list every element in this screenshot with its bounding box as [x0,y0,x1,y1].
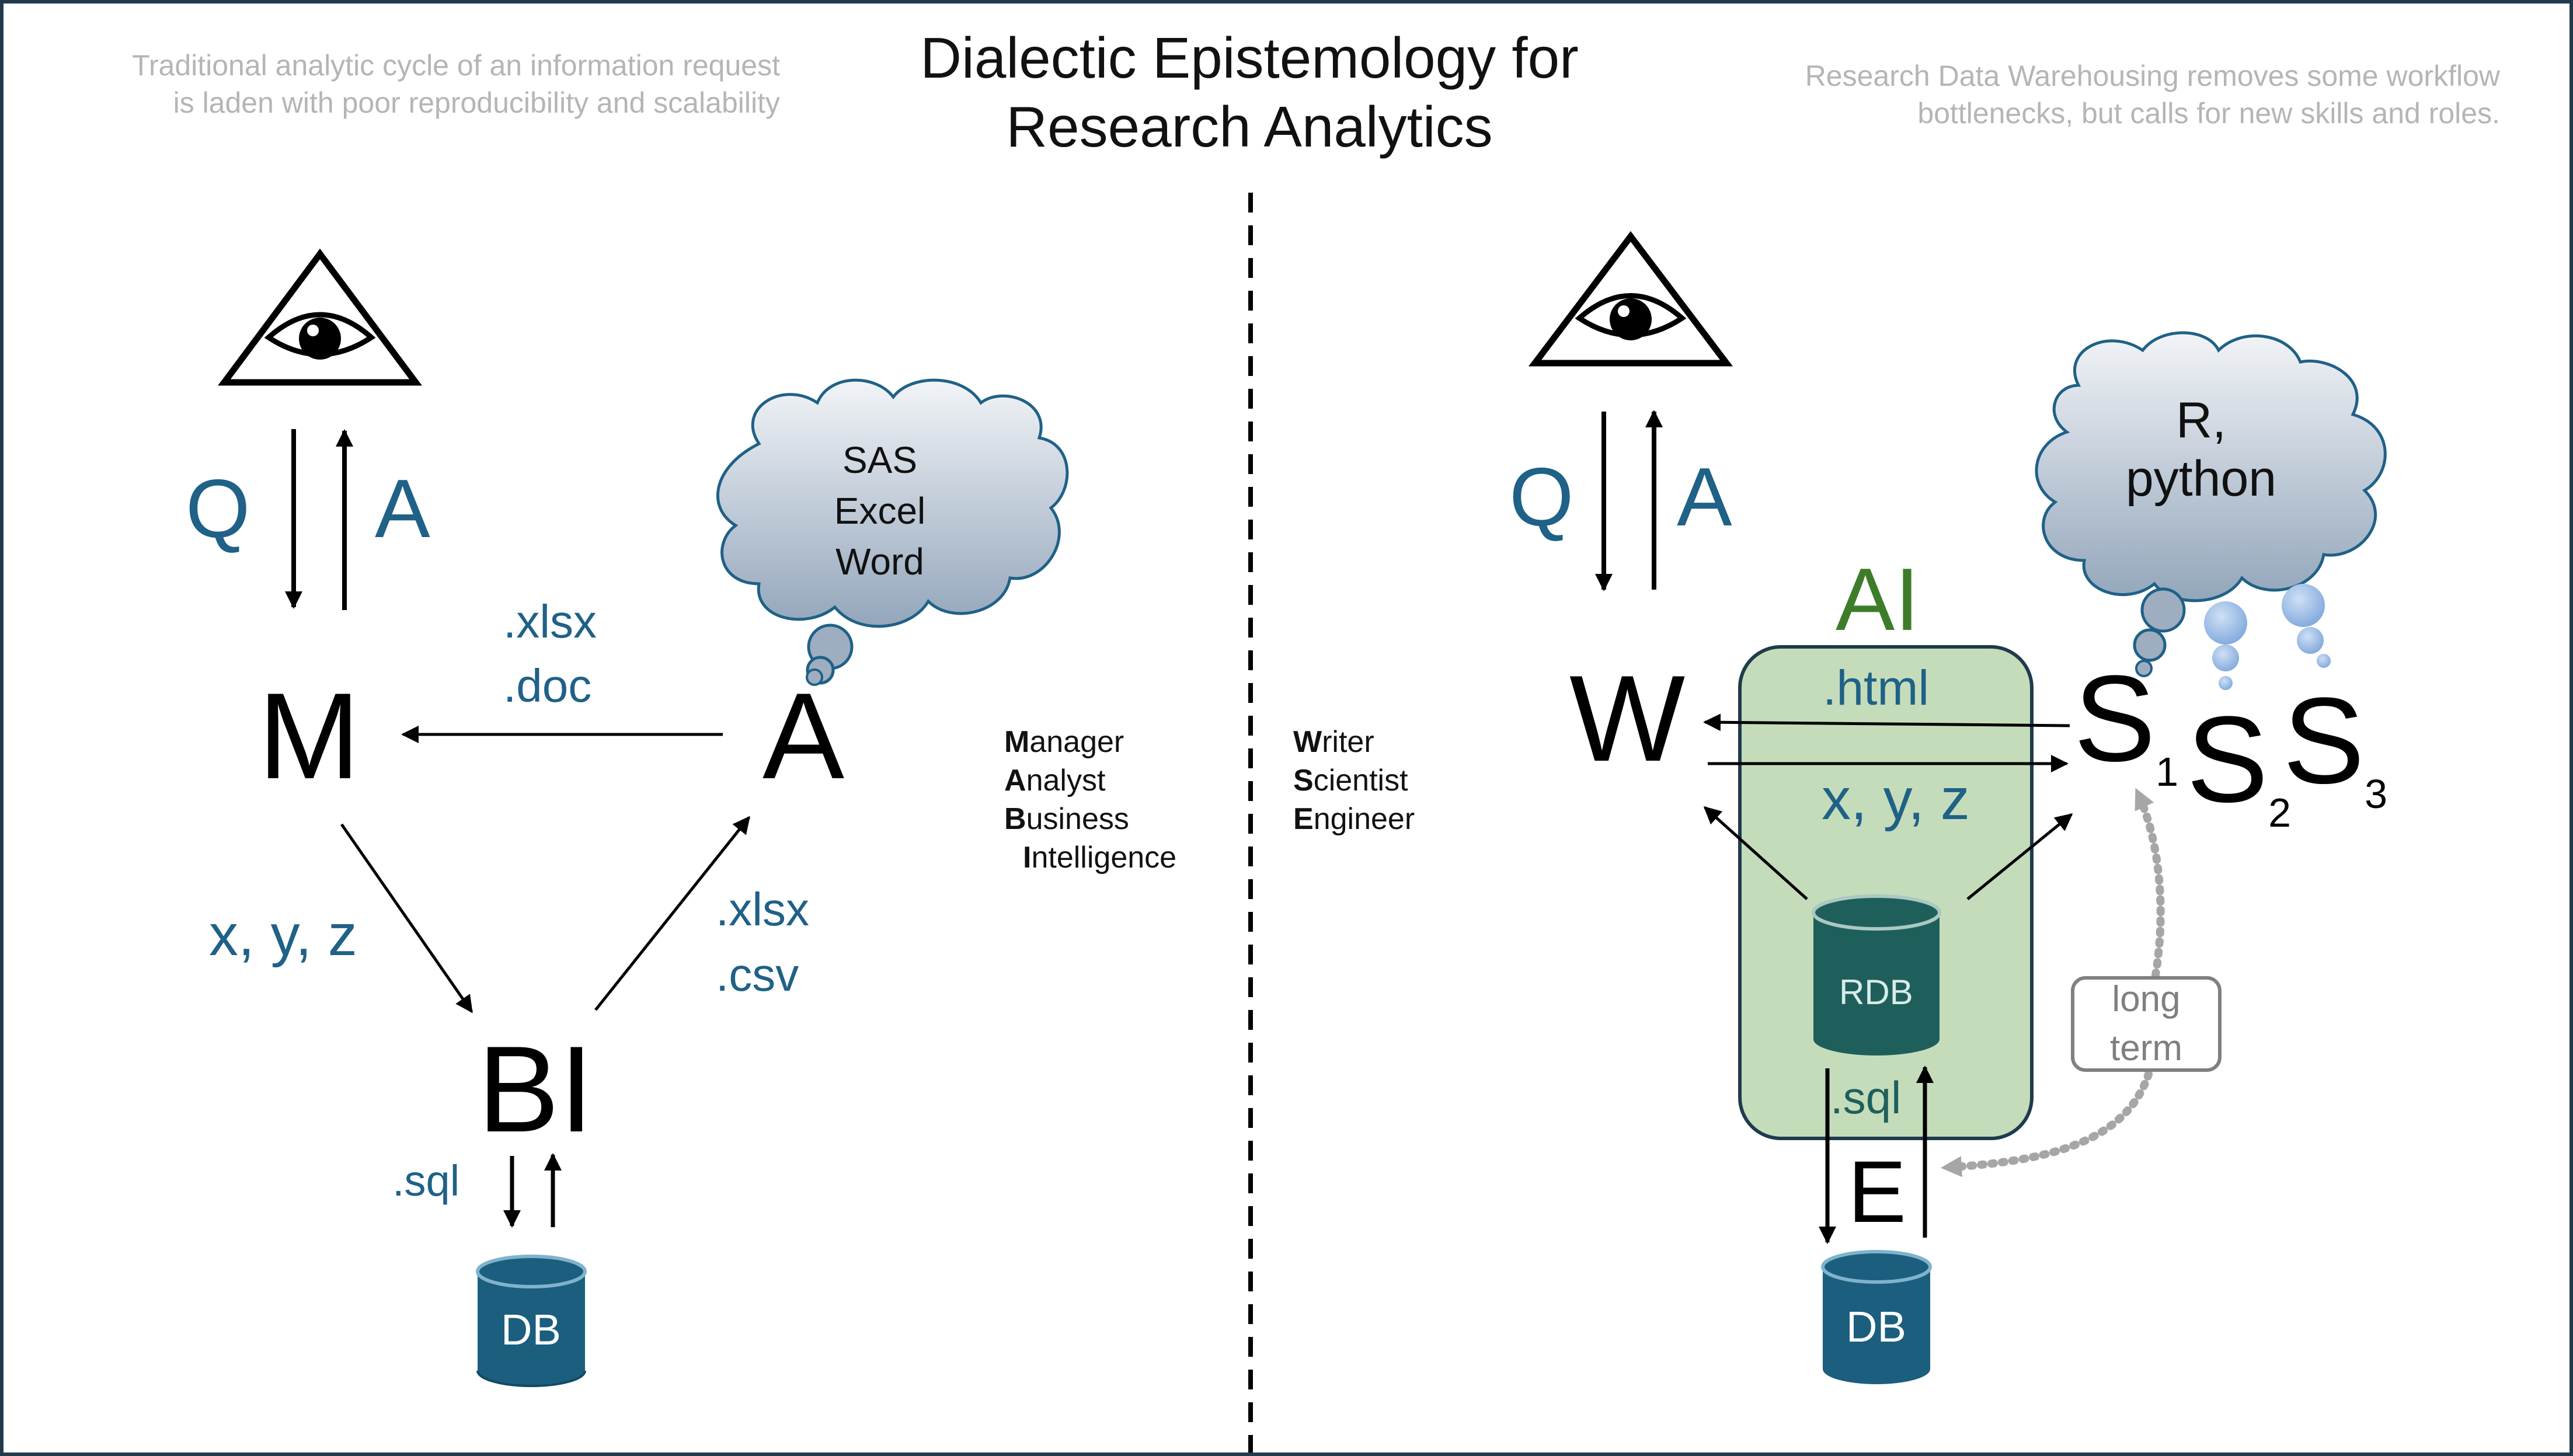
title-line-2: Research Analytics [1006,95,1493,159]
node-bi: BI [478,1020,594,1158]
left-cloud-text: SAS Excel Word [819,435,941,587]
legend-business: Business [1004,802,1129,836]
rdb-label: RDB [1839,973,1913,1012]
html-label: .html [1823,660,1930,715]
long-term-arrow-down [1940,1070,2153,1178]
legend-engineer: Engineer [1293,802,1415,836]
right-q-label: Q [1509,451,1574,544]
title-line-1: Dialectic Epistemology for [920,26,1579,90]
node-s2: S2 [2186,691,2292,835]
arrow-bi-to-a [594,816,750,1011]
node-a: A [763,667,845,804]
right-sql-label: .sql [1830,1072,1902,1123]
legend-manager: Manager [1004,725,1124,759]
eye-icon-right [1528,231,1733,367]
right-note-line-1: Research Data Warehousing removes some w… [1805,60,2500,92]
cloud-line-word: Word [835,541,924,583]
node-w: W [1569,650,1686,787]
cloud-line-r: R, [2176,392,2226,448]
s3-thought-bubbles [2282,584,2331,668]
node-m: M [258,667,360,804]
left-legend: Manager Analyst Business Intelligence [1004,723,1176,877]
long-term-box [2071,976,2222,1072]
legend-writer: Writer [1293,725,1374,759]
rdb-cylinder [1812,894,1941,1056]
cloud-line-python: python [2125,451,2277,507]
long-term-line-2: term [2110,1028,2182,1068]
left-note-line-2: is laden with poor reproducibility and s… [173,86,780,119]
legend-scientist: Scientist [1293,764,1408,797]
arrow-m-to-bi [340,823,473,1013]
left-db-label: DB [501,1305,561,1354]
xlsx-csv-line-2: .csv [716,949,799,1001]
ai-box [1738,645,2034,1140]
legend-intelligence: Intelligence [1023,841,1177,875]
arrow-rdb-to-s1 [1966,813,2073,900]
cloud-line-sas: SAS [842,439,918,481]
node-s1: S1 [2074,650,2179,795]
cloud-line-excel: Excel [834,490,926,532]
right-db-cylinder [1821,1250,1932,1384]
right-legend: Writer Scientist Engineer [1293,723,1415,838]
arrow-rdb-to-w [1703,806,1808,900]
node-e: E [1848,1142,1907,1241]
xlsx-doc-label: .xlsx .doc [503,590,597,718]
right-thought-cloud [2035,331,2387,677]
right-note: Research Data Warehousing removes some w… [1741,57,2500,132]
right-cloud-text: R, python [2114,391,2289,508]
left-thought-cloud [716,378,1069,686]
long-term-label: long term [2073,975,2220,1073]
eye-icon [218,248,422,386]
right-a-arrow-label: A [1677,451,1732,544]
arrow-s1-to-w [1703,713,2070,732]
left-xyz-label: x, y, z [209,903,357,968]
left-note-line-1: Traditional analytic cycle of an informa… [132,49,780,82]
xlsx-doc-line-2: .doc [503,660,592,712]
left-sql-label: .sql [392,1157,460,1205]
right-note-line-2: bottlenecks, but calls for new skills an… [1917,97,2500,130]
long-term-line-1: long [2112,979,2181,1019]
xlsx-doc-line-1: .xlsx [503,595,597,647]
long-term-arrow-up [2133,787,2165,979]
page-title: Dialectic Epistemology for Research Anal… [841,23,1658,161]
xlsx-csv-label: .xlsx .csv [716,877,809,1008]
left-a-arrow-label: A [375,462,430,555]
left-note: Traditional analytic cycle of an informa… [21,47,780,121]
s2-thought-bubbles [2204,601,2247,690]
left-q-label: Q [186,462,250,555]
legend-analyst: Analyst [1004,764,1106,797]
ai-label: AI [1836,550,1920,649]
node-s3: S3 [2283,672,2388,817]
right-xyz-label: x, y, z [1822,767,1970,832]
right-db-label: DB [1846,1302,1906,1351]
left-db-cylinder [476,1255,587,1387]
xlsx-csv-line-1: .xlsx [716,883,809,935]
